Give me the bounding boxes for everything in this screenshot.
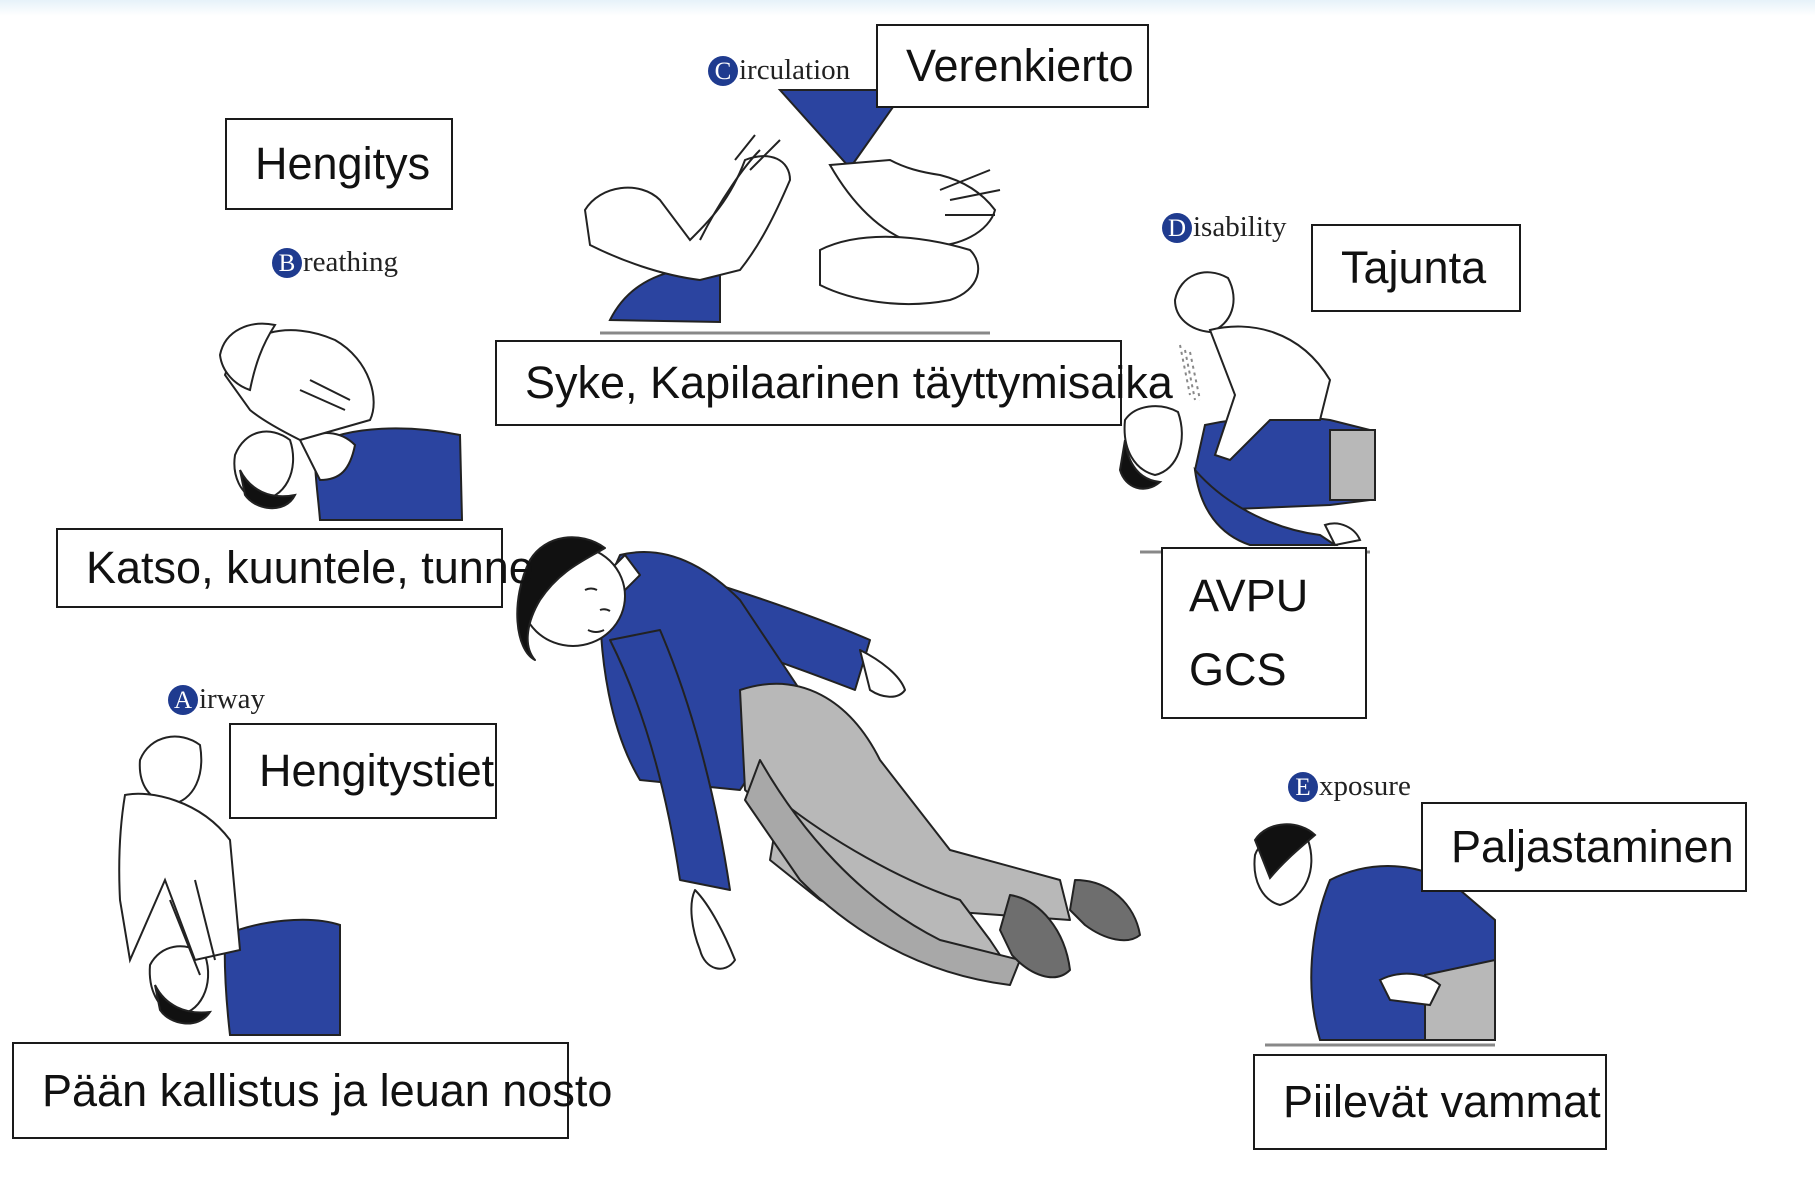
circulation-action: Syke, Kapilaarinen täyttymisaika [495, 340, 1122, 426]
circulation-letter-icon: C [708, 56, 738, 86]
disability-actions: AVPU GCS [1161, 547, 1367, 719]
airway-letter-icon: A [168, 685, 198, 715]
circulation-illustration [585, 90, 1000, 333]
exposure-word: xposure [1319, 770, 1411, 803]
recovery-position-illustration [517, 537, 1140, 985]
circulation-label: Verenkierto [876, 24, 1149, 108]
exposure-tag: Exposure [1288, 770, 1411, 803]
disability-letter-icon: D [1162, 213, 1192, 243]
exposure-action: Piilevät vammat [1253, 1054, 1607, 1150]
circulation-tag: Circulation [708, 54, 850, 87]
exposure-letter-icon: E [1288, 772, 1318, 802]
breathing-word: reathing [303, 246, 398, 279]
disability-illustration [1120, 272, 1375, 552]
disability-action-avpu: AVPU [1189, 570, 1308, 622]
breathing-letter-icon: B [272, 248, 302, 278]
airway-tag: Airway [168, 683, 265, 716]
breathing-action: Katso, kuuntele, tunne [56, 528, 503, 608]
breathing-label: Hengitys [225, 118, 453, 210]
breathing-illustration [220, 324, 462, 520]
exposure-label: Paljastaminen [1421, 802, 1747, 892]
breathing-tag: Breathing [272, 246, 398, 279]
disability-action-gcs: GCS [1189, 644, 1287, 696]
disability-word: isability [1193, 211, 1286, 244]
circulation-word: irculation [739, 54, 850, 87]
airway-word: irway [199, 683, 265, 716]
airway-action: Pään kallistus ja leuan nosto [12, 1042, 569, 1139]
airway-label: Hengitystiet [229, 723, 497, 819]
disability-label: Tajunta [1311, 224, 1521, 312]
disability-tag: Disability [1162, 211, 1286, 244]
